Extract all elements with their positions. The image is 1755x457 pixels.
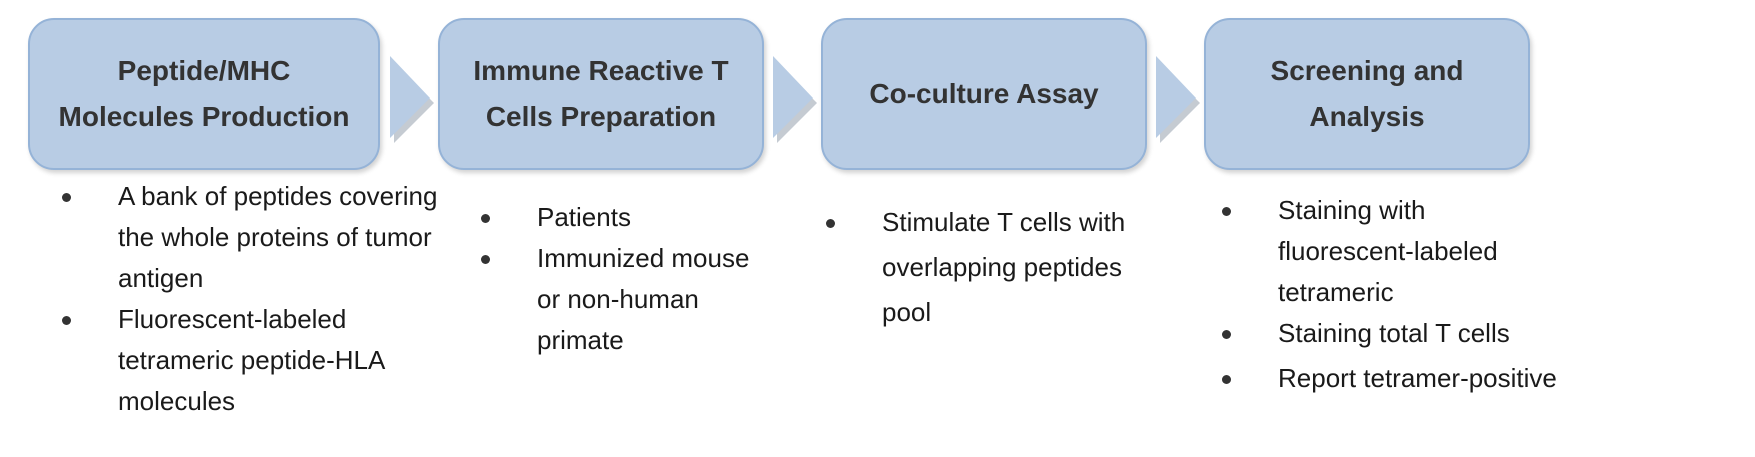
step-title: Co-culture Assay xyxy=(869,78,1099,109)
bullet-list-co-culture-assay: Stimulate T cells with overlapping pepti… xyxy=(826,200,1166,335)
bullet-list-t-cells-preparation: Patients Immunized mouse or non-human pr… xyxy=(481,197,781,361)
list-item-text: Staining total T cells xyxy=(1278,318,1510,348)
list-item: Report tetramer-positive xyxy=(1222,358,1562,399)
list-item: Patients xyxy=(481,197,781,238)
list-item: Staining total T cells xyxy=(1222,313,1562,354)
bullet-icon xyxy=(826,219,835,228)
list-item-text: Report tetramer-positive xyxy=(1278,363,1557,393)
list-item: A bank of peptides covering the whole pr… xyxy=(62,176,462,299)
list-item: Fluorescent-labeled tetrameric peptide-H… xyxy=(62,299,462,422)
bullet-icon xyxy=(62,193,71,202)
step-box-t-cells-preparation: Immune Reactive T Cells Preparation xyxy=(438,18,764,170)
arrow-right-icon xyxy=(773,56,817,143)
step-title: Peptide/MHC Molecules Production xyxy=(58,55,350,132)
bullet-list-screening-analysis: Staining with fluorescent-labeled tetram… xyxy=(1222,190,1562,399)
step-title: Screening and Analysis xyxy=(1270,55,1464,132)
list-item-text: Stimulate T cells with overlapping pepti… xyxy=(882,207,1126,327)
list-item: Immunized mouse or non-human primate xyxy=(481,238,781,361)
list-item-text: Immunized mouse or non-human primate xyxy=(537,243,750,355)
bullet-list-peptide-mhc: A bank of peptides covering the whole pr… xyxy=(62,176,462,422)
list-item-text: A bank of peptides covering the whole pr… xyxy=(118,181,438,293)
bullet-icon xyxy=(481,255,490,264)
list-item: Stimulate T cells with overlapping pepti… xyxy=(826,200,1166,335)
list-item-text: Fluorescent-labeled tetrameric peptide-H… xyxy=(118,304,386,416)
step-title: Immune Reactive T Cells Preparation xyxy=(473,55,729,132)
bullet-icon xyxy=(62,316,71,325)
step-box-co-culture-assay: Co-culture Assay xyxy=(821,18,1147,170)
bullet-icon xyxy=(481,214,490,223)
list-item-text: Staining with fluorescent-labeled tetram… xyxy=(1278,195,1498,307)
step-box-screening-analysis: Screening and Analysis xyxy=(1204,18,1530,170)
bullet-icon xyxy=(1222,207,1231,216)
arrow-right-icon xyxy=(1156,56,1200,143)
bullet-icon xyxy=(1222,375,1231,384)
list-item: Staining with fluorescent-labeled tetram… xyxy=(1222,190,1562,313)
step-box-peptide-mhc: Peptide/MHC Molecules Production xyxy=(28,18,380,170)
bullet-icon xyxy=(1222,330,1231,339)
arrow-right-icon xyxy=(390,56,434,143)
list-item-text: Patients xyxy=(537,202,631,232)
